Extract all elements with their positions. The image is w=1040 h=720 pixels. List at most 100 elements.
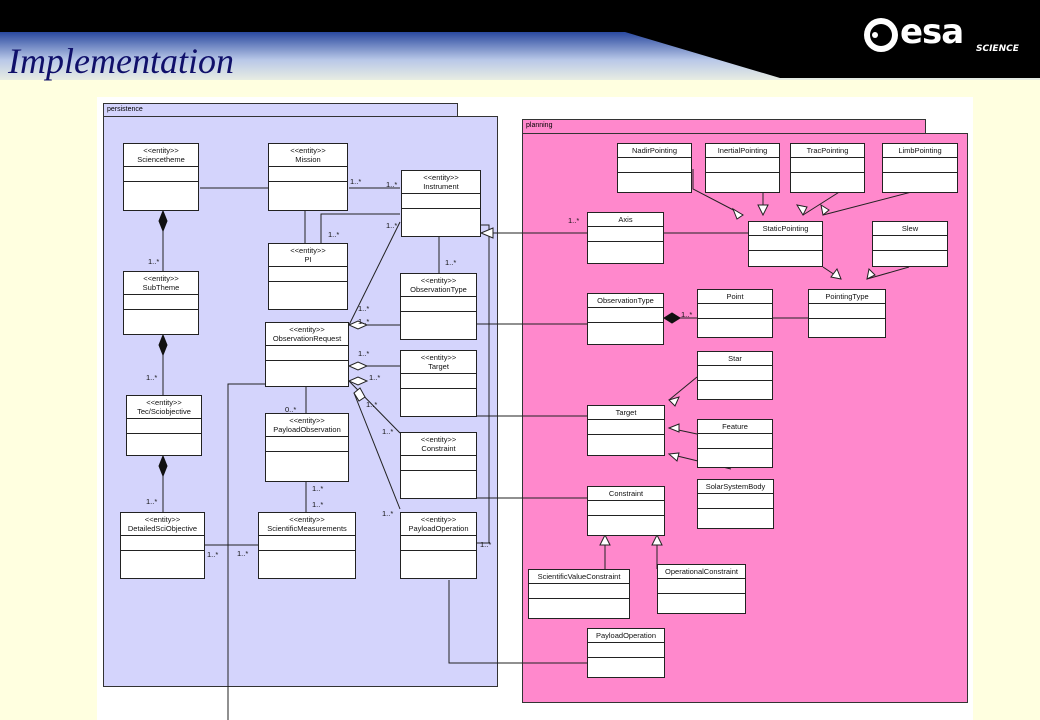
class-scientificvalueconstraint[interactable]: ScientificValueConstraint bbox=[528, 569, 630, 619]
class-limbpointing[interactable]: LimbPointing bbox=[882, 143, 958, 193]
class-pointingtype[interactable]: PointingType bbox=[808, 289, 886, 338]
class-target-planning[interactable]: Target bbox=[587, 405, 665, 456]
class-constraint[interactable]: <<entity>>Constraint bbox=[400, 432, 477, 499]
class-observationtype-planning[interactable]: ObservationType bbox=[587, 293, 664, 345]
class-name: PI bbox=[304, 255, 312, 264]
class-staticpointing[interactable]: StaticPointing bbox=[748, 221, 823, 267]
multiplicity-label: 1..* bbox=[358, 349, 370, 358]
uml-class-diagram: persistence planning bbox=[97, 97, 973, 720]
class-stereotype: <<entity>> bbox=[146, 398, 182, 407]
class-stereotype: <<entity>> bbox=[420, 276, 457, 285]
multiplicity-label: 1..* bbox=[382, 427, 394, 436]
multiplicity-label: 1..* bbox=[480, 540, 492, 549]
multiplicity-label: 1..* bbox=[382, 509, 394, 518]
class-stereotype: <<entity>> bbox=[143, 274, 179, 283]
class-nadirpointing[interactable]: NadirPointing bbox=[617, 143, 692, 193]
class-scientificmeasurements[interactable]: <<entity>>ScientificMeasurements bbox=[258, 512, 356, 579]
package-label-planning: planning bbox=[526, 122, 553, 129]
class-name: ObservationRequest bbox=[272, 334, 342, 343]
esa-logo-subtitle: SCIENCE bbox=[976, 44, 1019, 54]
multiplicity-label: 1..* bbox=[358, 304, 370, 313]
multiplicity-label: 1..* bbox=[312, 484, 324, 493]
class-stereotype: <<entity>> bbox=[290, 146, 326, 155]
class-tracpointing[interactable]: TracPointing bbox=[790, 143, 865, 193]
class-name: Tec/Sciobjective bbox=[137, 407, 191, 416]
class-detailedsciobjective[interactable]: <<entity>>DetailedSciObjective bbox=[120, 512, 205, 579]
class-name: Target bbox=[615, 408, 637, 417]
class-name: PayloadObservation bbox=[273, 425, 341, 434]
class-name: TracPointing bbox=[806, 146, 849, 155]
class-payloadoperation[interactable]: <<entity>>PayloadOperation bbox=[400, 512, 477, 579]
class-operationalconstraint[interactable]: OperationalConstraint bbox=[657, 564, 746, 614]
class-stereotype: <<entity>> bbox=[420, 353, 457, 362]
multiplicity-label: 1..* bbox=[386, 221, 398, 230]
class-solarsystembody[interactable]: SolarSystemBody bbox=[697, 479, 774, 529]
class-mission[interactable]: <<entity>>Mission bbox=[268, 143, 348, 211]
multiplicity-label: 1..* bbox=[328, 230, 340, 239]
class-slew[interactable]: Slew bbox=[872, 221, 948, 267]
class-payloadobservation[interactable]: <<entity>>PayloadObservation bbox=[265, 413, 349, 482]
class-name: SubTheme bbox=[142, 283, 180, 292]
multiplicity-label: 1..* bbox=[681, 310, 693, 319]
class-name: ScientificValueConstraint bbox=[537, 572, 621, 581]
class-name: DetailedSciObjective bbox=[127, 524, 198, 533]
class-point[interactable]: Point bbox=[697, 289, 773, 338]
class-stereotype: <<entity>> bbox=[423, 173, 459, 182]
multiplicity-label: 1..* bbox=[237, 549, 249, 558]
class-sciencetheme[interactable]: <<entity>>Sciencetheme bbox=[123, 143, 199, 211]
class-name: Constraint bbox=[421, 444, 456, 453]
class-name: Sciencetheme bbox=[137, 155, 185, 164]
class-instrument[interactable]: <<entity>>Instrument bbox=[401, 170, 481, 237]
class-feature[interactable]: Feature bbox=[697, 419, 773, 468]
class-stereotype: <<entity>> bbox=[144, 515, 181, 524]
multiplicity-label: 1..* bbox=[568, 216, 580, 225]
class-name: StaticPointing bbox=[762, 224, 809, 233]
class-name: Star bbox=[728, 354, 742, 363]
class-observationtype[interactable]: <<entity>>ObservationType bbox=[400, 273, 477, 340]
class-stereotype: <<entity>> bbox=[420, 435, 457, 444]
class-name: Slew bbox=[901, 224, 919, 233]
class-observationrequest[interactable]: <<entity>>ObservationRequest bbox=[265, 322, 349, 387]
class-tec-sciobjective[interactable]: <<entity>>Tec/Sciobjective bbox=[126, 395, 202, 456]
esa-logo-icon bbox=[864, 18, 898, 52]
class-stereotype: <<entity>> bbox=[143, 146, 179, 155]
class-name: ObservationType bbox=[597, 296, 654, 305]
class-subtheme[interactable]: <<entity>>SubTheme bbox=[123, 271, 199, 335]
multiplicity-label: 1..* bbox=[358, 317, 370, 326]
class-stereotype: <<entity>> bbox=[420, 515, 457, 524]
multiplicity-label: 1..* bbox=[369, 373, 381, 382]
multiplicity-label: 0..* bbox=[285, 405, 297, 414]
class-name: InertialPointing bbox=[717, 146, 768, 155]
class-name: OperationalConstraint bbox=[665, 567, 738, 576]
class-pi[interactable]: <<entity>>PI bbox=[268, 243, 348, 310]
class-name: NadirPointing bbox=[631, 146, 678, 155]
multiplicity-label: 1..* bbox=[366, 400, 378, 409]
class-payloadoperation-planning[interactable]: PayloadOperation bbox=[587, 628, 665, 678]
class-name: PayloadOperation bbox=[408, 524, 469, 533]
class-star[interactable]: Star bbox=[697, 351, 773, 400]
multiplicity-label: 1..* bbox=[445, 258, 457, 267]
class-stereotype: <<entity>> bbox=[290, 246, 326, 255]
class-name: Point bbox=[726, 292, 744, 301]
class-name: ScientificMeasurements bbox=[267, 524, 347, 533]
page-title: Implementation bbox=[8, 41, 234, 81]
class-stereotype: <<entity>> bbox=[289, 325, 325, 334]
class-name: Axis bbox=[618, 215, 633, 224]
class-name: Target bbox=[428, 362, 449, 371]
class-name: SolarSystemBody bbox=[705, 482, 766, 491]
package-label-persistence: persistence bbox=[107, 106, 143, 113]
multiplicity-label: 1..* bbox=[386, 180, 398, 189]
class-constraint-planning[interactable]: Constraint bbox=[587, 486, 665, 536]
multiplicity-label: 1..* bbox=[312, 500, 324, 509]
class-name: Constraint bbox=[608, 489, 644, 498]
class-name: LimbPointing bbox=[898, 146, 942, 155]
class-name: PayloadOperation bbox=[595, 631, 657, 640]
multiplicity-label: 1..* bbox=[148, 257, 160, 266]
esa-logo-text: esa bbox=[900, 12, 964, 52]
class-target[interactable]: <<entity>>Target bbox=[400, 350, 477, 417]
class-inertialpointing[interactable]: InertialPointing bbox=[705, 143, 780, 193]
class-axis[interactable]: Axis bbox=[587, 212, 664, 264]
multiplicity-label: 1..* bbox=[350, 177, 362, 186]
class-stereotype: <<entity>> bbox=[289, 515, 325, 524]
package-tab-persistence: persistence bbox=[103, 103, 458, 116]
